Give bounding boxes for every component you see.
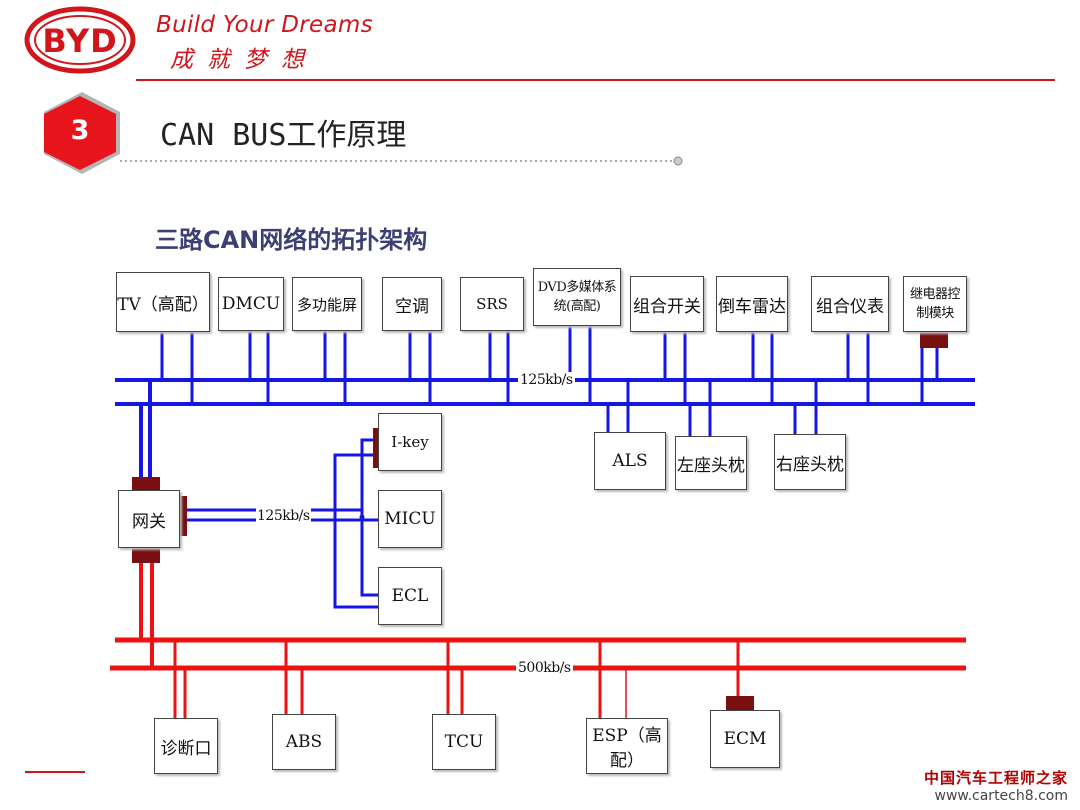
node-ikey: I-key	[378, 413, 442, 471]
node-tv: TV（高配）	[116, 272, 210, 332]
node-dmcu: DMCU	[218, 277, 284, 331]
node-esp: ESP（高配）	[586, 718, 668, 774]
mid-node-drops	[606, 380, 818, 436]
diagram-subtitle: 三路CAN网络的拓扑架构	[155, 226, 428, 254]
gateway-uplink	[139, 380, 152, 478]
relay-module-connector	[920, 332, 948, 348]
node-diagnostic-port: 诊断口	[154, 718, 218, 774]
bus-connectors	[132, 332, 948, 712]
node-gateway: 网关	[118, 490, 180, 548]
bottom-bus-speed-label: 500kb/s	[516, 660, 573, 676]
bottom-node-drops	[173, 640, 740, 718]
node-dvd-multimedia: DVD多媒体系统(高配)	[533, 268, 621, 326]
watermark-url: www.cartech8.com	[934, 788, 1068, 804]
gateway-downlink	[139, 562, 154, 668]
node-abs: ABS	[272, 714, 336, 770]
top-node-drops	[160, 325, 939, 404]
slogan-english: Build Your Dreams	[156, 12, 373, 38]
watermark: 中国汽车工程师之家 www.cartech8.com	[924, 767, 1068, 804]
node-micu: MICU	[378, 490, 442, 548]
section-badge	[44, 96, 116, 170]
top-bus-speed-label: 125kb/s	[518, 372, 575, 388]
watermark-title: 中国汽车工程师之家	[923, 769, 1068, 787]
node-als: ALS	[594, 432, 666, 490]
byd-logo: BYD	[24, 6, 136, 74]
node-srs: SRS	[460, 277, 524, 331]
node-air-conditioner: 空调	[382, 277, 442, 331]
ecm-connector	[726, 696, 754, 712]
node-multifunction-screen: 多功能屏	[292, 277, 362, 331]
node-right-headrest: 右座头枕	[774, 434, 846, 490]
node-ecl: ECL	[378, 567, 442, 625]
node-tcu: TCU	[432, 714, 496, 770]
gateway-top-connector	[132, 477, 160, 493]
node-instrument-cluster: 组合仪表	[811, 276, 889, 332]
title-underline-dot	[673, 156, 683, 166]
page-title: CAN BUS工作原理	[160, 118, 407, 153]
node-combination-switch: 组合开关	[630, 276, 704, 332]
svg-text:BYD: BYD	[42, 22, 117, 60]
node-ecm: ECM	[710, 710, 780, 768]
node-relay-control-module: 继电器控制模块	[903, 276, 967, 332]
node-left-headrest: 左座头枕	[675, 436, 747, 490]
gateway-bottom-connector	[132, 547, 160, 563]
section-number: 3	[70, 115, 90, 146]
node-reversing-radar: 倒车雷达	[716, 276, 788, 332]
gateway-bus-speed-label: 125kb/s	[256, 508, 311, 524]
slogan-chinese: 成就梦想	[170, 47, 318, 73]
